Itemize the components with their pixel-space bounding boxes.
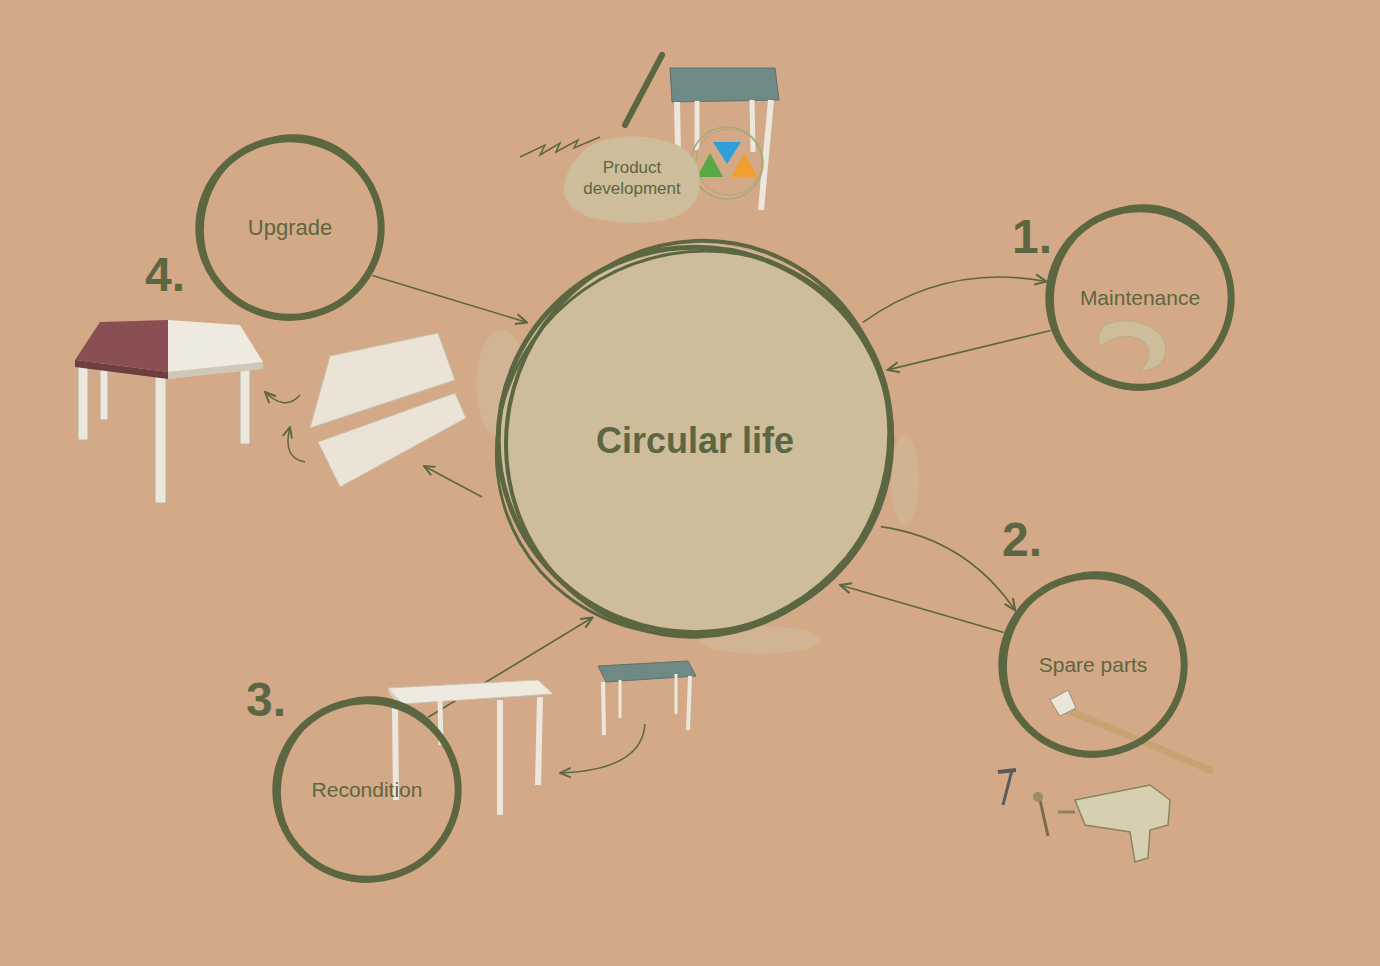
old-table [603, 682, 604, 735]
old-table [560, 724, 645, 773]
hub-title: Circular life [596, 418, 794, 463]
brush-ring [450, 187, 944, 691]
company-logo [697, 153, 723, 177]
step-label: Upgrade [248, 214, 332, 242]
step-number-holder: 2. [1002, 510, 1042, 570]
upgraded-table [168, 320, 263, 372]
reconditioned-table [388, 680, 553, 704]
spare-parts-illustration [1003, 770, 1012, 805]
step-number-holder: 1. [1012, 207, 1052, 267]
flow-arrow [428, 618, 592, 718]
flow-arrow [881, 527, 1015, 611]
spare-parts-illustration [1058, 811, 1075, 814]
brush-ring [1027, 181, 1256, 415]
table-illustration [670, 68, 779, 102]
old-table [675, 674, 678, 714]
table-illustration [752, 100, 753, 152]
flow-arrow [863, 277, 1047, 322]
spare-parts-illustration [1050, 690, 1076, 716]
old-table [560, 661, 696, 773]
upgraded-table [155, 372, 166, 503]
spare-parts-illustration [1058, 706, 1210, 770]
upgraded-table [318, 393, 466, 487]
pencil-sketch [625, 55, 662, 125]
text-holder: Recondition [272, 695, 462, 885]
step-node: Maintenance1. [1045, 203, 1235, 393]
cleaning-cloth-icon [1099, 321, 1166, 370]
hub-node: Circular life [490, 235, 900, 645]
company-logo [713, 142, 741, 164]
cleaning-cloth-icon [1099, 321, 1166, 370]
upgraded-table [78, 362, 88, 440]
old-table [619, 680, 622, 718]
reconditioned-table [497, 700, 503, 815]
flow-arrow [372, 276, 527, 323]
brush-ring [177, 111, 406, 345]
step-node: Upgrade4. [195, 133, 385, 323]
text-holder: Spare parts [998, 570, 1188, 760]
stage-blob: Product development [557, 130, 707, 226]
old-table [688, 676, 690, 730]
upgraded-table [424, 466, 482, 497]
step-node: Recondition3. [272, 695, 462, 885]
upgraded-table [75, 320, 482, 503]
spare-parts-illustration [998, 690, 1210, 862]
step-label: Product development [570, 157, 695, 200]
flow-arrow [888, 331, 1051, 370]
old-table [598, 661, 696, 682]
company-logo [731, 153, 758, 177]
step-number: 1. [1012, 210, 1052, 263]
flow-arrow [840, 585, 1004, 633]
step-number: 3. [246, 673, 286, 726]
text-holder: Upgrade [195, 133, 385, 323]
step-number-holder: 3. [246, 670, 286, 730]
text-holder: Product development [557, 130, 707, 226]
step-number: 2. [1002, 513, 1042, 566]
step-label: Recondition [312, 777, 423, 803]
upgraded-table [265, 392, 300, 403]
upgraded-table [240, 362, 250, 444]
company-logo [696, 129, 762, 195]
text-holder: Maintenance [1045, 203, 1235, 393]
brush-ring [980, 548, 1209, 782]
text-holder: Circular life [490, 235, 900, 645]
company-logo [691, 127, 763, 199]
step-label: Spare parts [1039, 652, 1148, 678]
paint-blob [564, 136, 700, 222]
paint-smudge [891, 435, 919, 525]
step-number: 4. [145, 248, 185, 301]
spare-parts-illustration [998, 770, 1016, 772]
spare-parts-illustration [1040, 800, 1048, 836]
spare-parts-illustration [1033, 792, 1043, 802]
paint-blob [557, 130, 707, 226]
reconditioned-table [538, 697, 540, 785]
company-logo [691, 127, 763, 199]
brush-ring [254, 673, 483, 907]
spare-parts-illustration [1075, 785, 1170, 862]
step-label: Maintenance [1080, 285, 1200, 311]
brush-ring [426, 179, 963, 707]
step-number-holder: 4. [145, 245, 185, 305]
upgraded-table [75, 320, 168, 372]
upgraded-table [288, 427, 305, 462]
step-node: Spare parts2. [998, 570, 1188, 760]
